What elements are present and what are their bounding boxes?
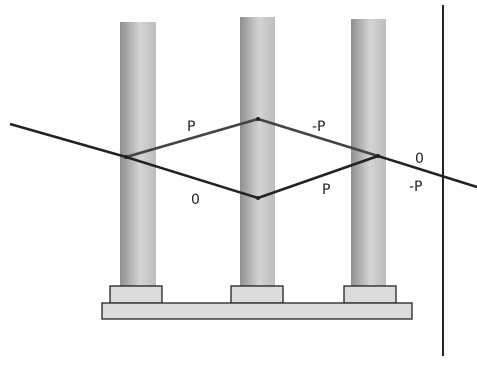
junction-left bbox=[124, 155, 128, 159]
rod-foot-left bbox=[109, 285, 163, 304]
rod-left bbox=[120, 22, 156, 288]
label-upper-right: -P bbox=[312, 119, 326, 135]
rod-foot-middle bbox=[230, 285, 284, 304]
base-plate bbox=[101, 302, 413, 320]
rod-middle bbox=[240, 17, 275, 288]
outgoing-beam bbox=[377, 154, 477, 189]
label-upper-left: P bbox=[187, 119, 195, 135]
junction-right bbox=[376, 154, 380, 158]
junction-top bbox=[256, 117, 260, 121]
label-lower-right: P bbox=[322, 182, 330, 198]
label-lower-left: 0 bbox=[191, 192, 200, 208]
junction-bottom bbox=[256, 196, 260, 200]
incoming-beam bbox=[9, 122, 127, 159]
rod-foot-right bbox=[343, 285, 397, 304]
label-exit-lower: -P bbox=[409, 179, 423, 195]
label-exit-upper: 0 bbox=[415, 151, 424, 167]
